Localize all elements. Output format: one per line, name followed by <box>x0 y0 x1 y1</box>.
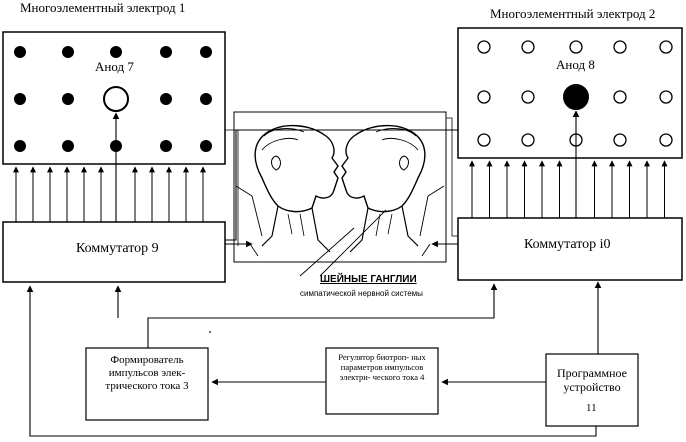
electrode-2-element <box>613 40 627 54</box>
electrode-1-element <box>62 140 74 152</box>
ganglia-subtitle: симпатической нервной системы <box>300 289 423 298</box>
electrode-1-elements <box>14 46 212 152</box>
electrode-2-side-link <box>446 117 458 237</box>
electrode-2-element <box>477 90 491 104</box>
electrode-1-element <box>200 46 212 58</box>
electrode-1-element <box>110 46 122 58</box>
electrode-2-element <box>659 133 673 147</box>
electrode-2-element <box>521 133 535 147</box>
former-label: Формирователь импульсов элек- трического… <box>105 354 189 393</box>
electrode-1-element <box>160 93 172 105</box>
electrode-2-elements <box>477 40 673 147</box>
switch-9-label: Коммутатор 9 <box>76 241 159 256</box>
electrode-2-element <box>659 90 673 104</box>
switch-10-label: Коммутатор i0 <box>524 237 611 252</box>
anode-7-label: Анод 7 <box>95 59 134 74</box>
heads-illustration <box>233 111 447 263</box>
electrode-1-to-head-link <box>225 129 458 241</box>
program-box <box>545 353 639 427</box>
ganglia-pointer-right <box>319 209 387 277</box>
switch-10-electrode-links <box>469 160 668 218</box>
switch-9-box <box>2 221 226 283</box>
electrode-2-element <box>477 40 491 54</box>
electrode-1-element <box>200 93 212 105</box>
electrode-2-panel <box>457 27 683 159</box>
ganglia-title: ШЕЙНЫЕ ГАНГЛИИ <box>320 274 417 285</box>
electrode-1-element <box>62 46 74 58</box>
electrode-2-element <box>613 90 627 104</box>
program-number: 11 <box>586 402 597 414</box>
regulator-box <box>325 347 439 415</box>
electrode-2-element <box>659 40 673 54</box>
electrode-1-element <box>200 140 212 152</box>
anode-8-label: Анод 8 <box>556 57 595 72</box>
program-label: Программное устройство <box>557 366 627 395</box>
regulator-label: Регулятор биотроп- ных параметров импуль… <box>338 352 426 383</box>
electrode-1-element <box>14 140 26 152</box>
electrode-1-side-link <box>225 129 239 246</box>
ganglia-pointer-left <box>299 227 355 277</box>
electrode-2-element <box>477 133 491 147</box>
electrode-1-element <box>14 93 26 105</box>
electrode-1-element <box>160 140 172 152</box>
electrode-2-element <box>569 40 583 54</box>
anode-8 <box>563 84 589 110</box>
anode-7 <box>103 86 129 112</box>
electrode-1-panel <box>2 31 226 165</box>
electrode-1-element <box>14 46 26 58</box>
electrode-1-title: Многоэлементный электрод 1 <box>20 0 186 15</box>
switch-10-box <box>457 217 683 281</box>
former-box <box>85 347 209 421</box>
program-to-switch-9-arrow <box>26 285 597 437</box>
former-to-switch-10-arrow <box>147 283 498 348</box>
electrode-2-element <box>521 40 535 54</box>
electrode-2-element <box>613 133 627 147</box>
electrode-1-element <box>160 46 172 58</box>
electrode-1-element <box>62 93 74 105</box>
scan-speck <box>209 331 211 333</box>
electrode-2-element <box>521 90 535 104</box>
switch-9-electrode-links <box>13 166 206 222</box>
electrode-2-title: Многоэлементный электрод 2 <box>490 6 656 21</box>
